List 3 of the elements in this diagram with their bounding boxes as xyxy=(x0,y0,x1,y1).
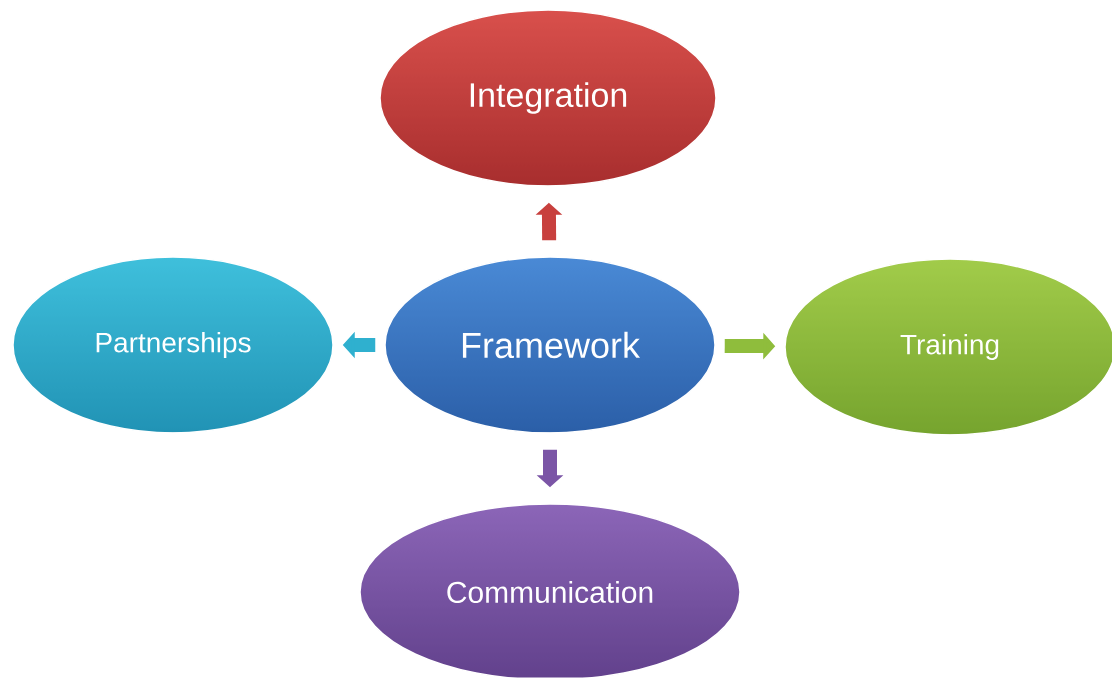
ellipse-node: Partnerships xyxy=(12,256,334,434)
ellipse-node: Framework xyxy=(384,256,716,434)
ellipse-node: Integration xyxy=(379,9,717,187)
